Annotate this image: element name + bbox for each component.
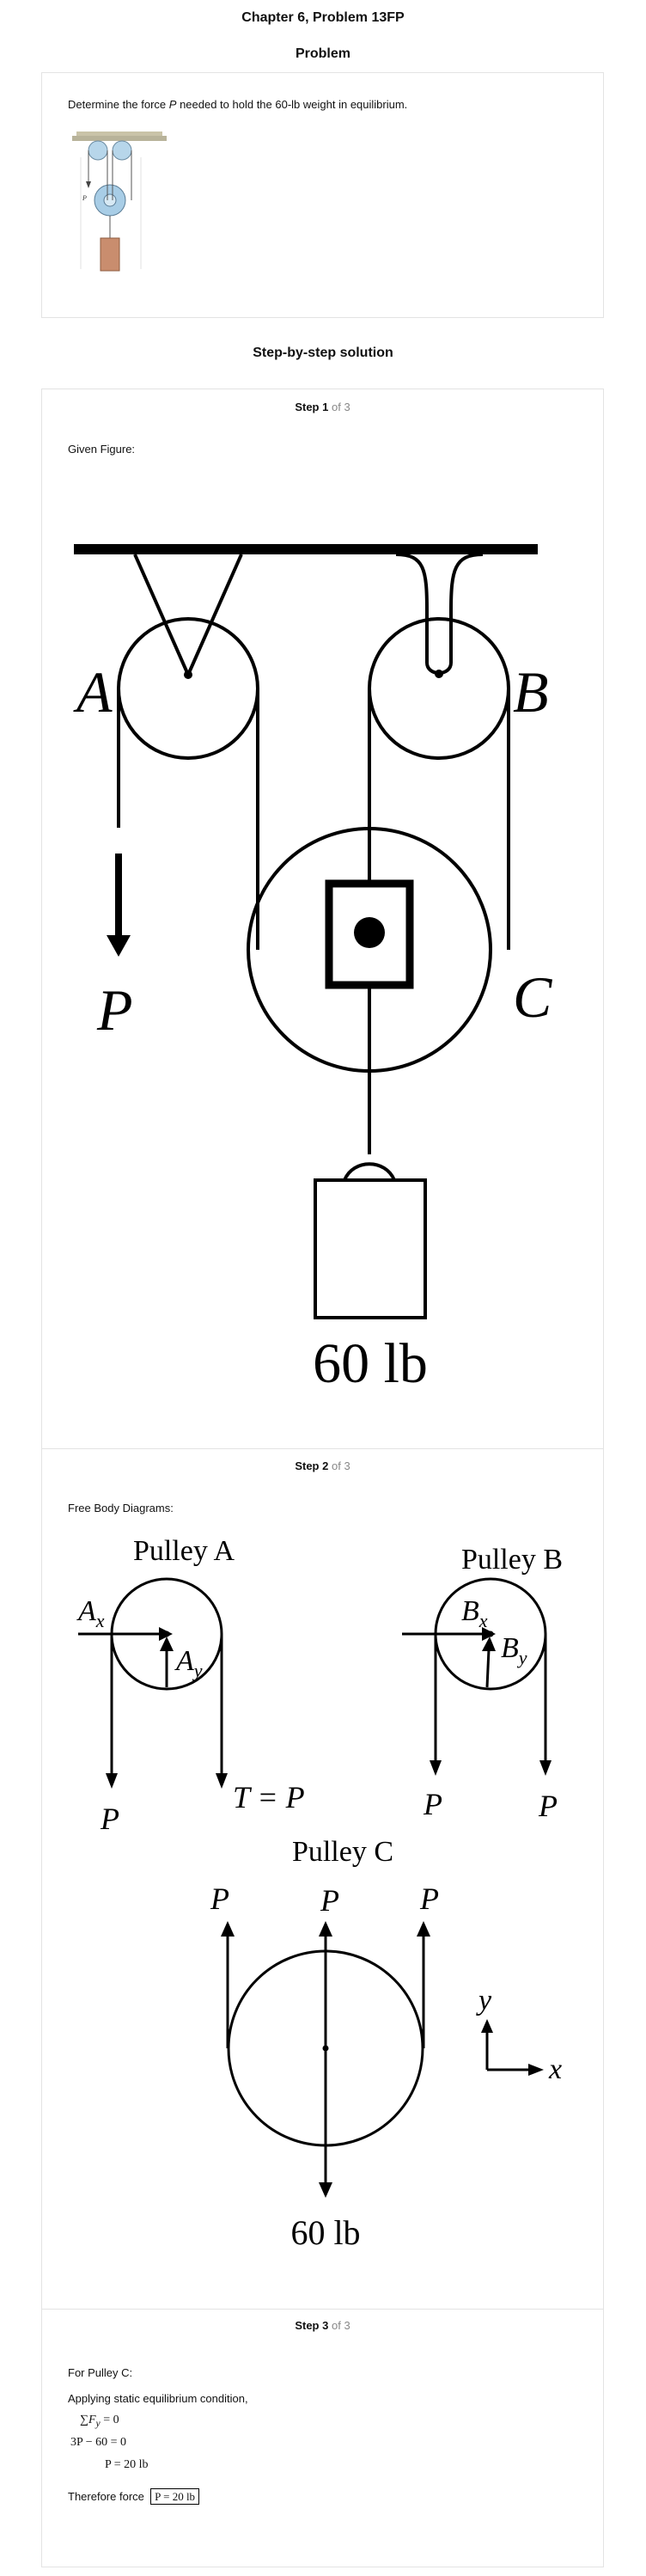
fbd-weight: 60 lb — [290, 2213, 360, 2252]
label-b: B — [513, 659, 549, 725]
pulley-b-title: Pulley B — [461, 1544, 563, 1576]
problem-statement: Determine the force P needed to hold the… — [68, 98, 408, 111]
svg-text:P: P — [320, 1883, 339, 1918]
svg-text:P: P — [210, 1882, 229, 1916]
svg-text:y: y — [476, 1985, 492, 2016]
free-body-diagrams: Pulley A Ax Ay P T = P Pulley B Bx By P … — [76, 1535, 563, 2252]
svg-text:P: P — [82, 194, 87, 202]
pulley-a-title: Pulley A — [133, 1535, 235, 1567]
solution-heading: Step-by-step solution — [253, 346, 393, 360]
t-eq-p: T = P — [233, 1780, 305, 1814]
label-p: P — [96, 977, 133, 1043]
svg-text:P: P — [100, 1802, 119, 1836]
step-2-caption: Free Body Diagrams: — [68, 1502, 174, 1514]
pulley-c-title: Pulley C — [292, 1836, 393, 1868]
svg-text:P: P — [538, 1789, 558, 1823]
svg-text:P: P — [423, 1787, 442, 1821]
step-3-caption: For Pulley C: — [68, 2366, 133, 2379]
step-1-heading: Step 1 of 3 — [295, 401, 350, 413]
equation-p-result: P = 20 lb — [105, 2458, 149, 2471]
problem-card: Determine the force P needed to hold the… — [41, 72, 604, 318]
given-figure: A B C P 60 lb — [73, 544, 552, 1395]
equilibrium-condition: Applying static equilibrium condition, — [68, 2392, 248, 2405]
chapter-title: Chapter 6, Problem 13FP — [241, 10, 405, 25]
svg-text:P: P — [419, 1882, 439, 1916]
solution-card: Step 1 of 3 Given Figure: A B C P 60 — [41, 389, 604, 2567]
svg-text:x: x — [548, 2053, 562, 2085]
final-answer: Therefore force P = 20 lb — [68, 2488, 200, 2505]
equation-sum-fy: ∑Fy = 0 — [80, 2414, 119, 2429]
equation-3p: 3P − 60 = 0 — [70, 2436, 127, 2449]
step-3-heading: Step 3 of 3 — [295, 2319, 350, 2332]
problem-thumbnail[interactable]: P — [72, 132, 167, 278]
step-1-caption: Given Figure: — [68, 443, 136, 456]
svg-text:Bx: Bx — [461, 1595, 488, 1631]
answer-box: P = 20 lb — [150, 2488, 200, 2505]
label-c: C — [513, 964, 552, 1030]
svg-text:By: By — [501, 1632, 527, 1668]
weight-label: 60 lb — [313, 1332, 428, 1395]
step-2-heading: Step 2 of 3 — [295, 1459, 350, 1472]
label-a: A — [73, 659, 113, 725]
svg-text:Ax: Ax — [76, 1595, 105, 1631]
problem-heading: Problem — [295, 46, 350, 61]
svg-text:Ay: Ay — [174, 1645, 203, 1681]
